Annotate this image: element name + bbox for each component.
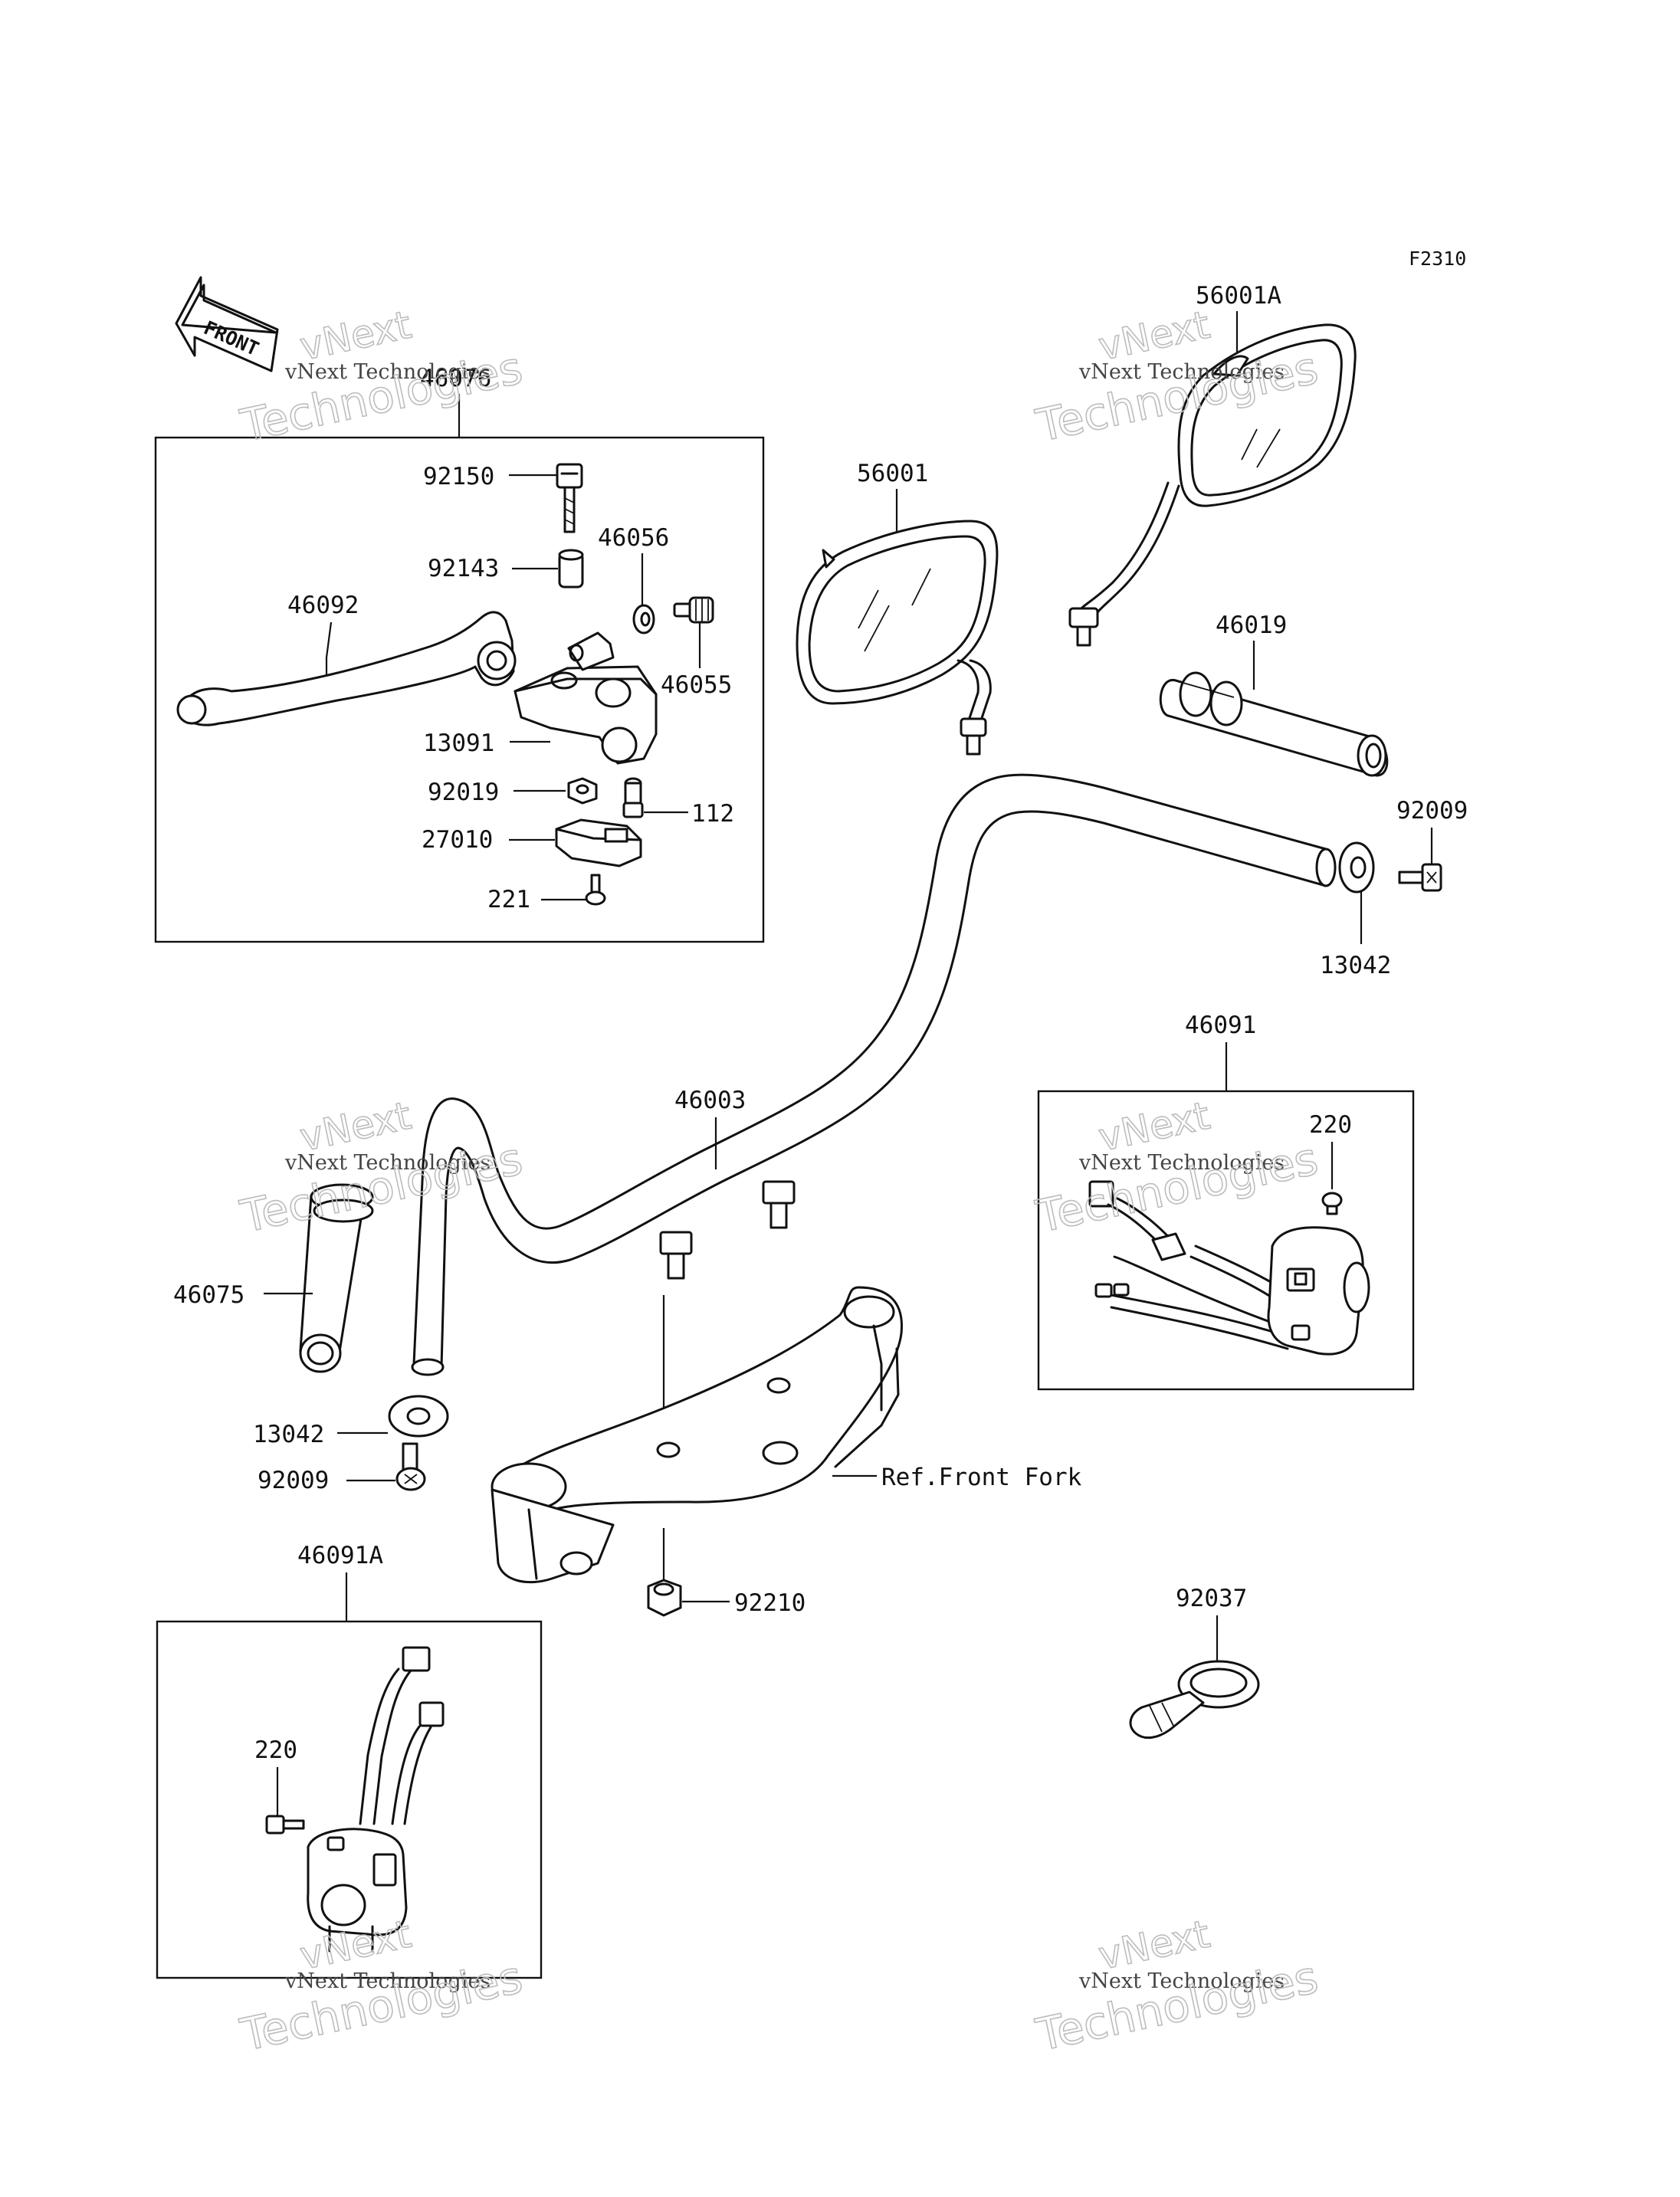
part-label-46003: 46003 bbox=[674, 1087, 746, 1114]
svg-text:vNext Technologies: vNext Technologies bbox=[284, 1151, 491, 1175]
svg-text:Technologies: Technologies bbox=[236, 1133, 527, 1243]
part-label-46091A: 46091A bbox=[297, 1542, 383, 1569]
screw-right-92009 bbox=[1398, 863, 1442, 892]
nut-92019 bbox=[567, 777, 598, 805]
washer-46056 bbox=[632, 604, 655, 635]
svg-text:vNext Technologies: vNext Technologies bbox=[1078, 360, 1285, 384]
part-label-46075: 46075 bbox=[173, 1281, 244, 1309]
watermark-top-left: vNext vNext Technologies Technologies bbox=[235, 302, 527, 453]
part-label-92009-left: 92009 bbox=[258, 1467, 329, 1494]
lever-holder-13091 bbox=[514, 631, 658, 765]
part-label-46092: 46092 bbox=[287, 592, 359, 619]
front-arrow-icon: FRONT bbox=[175, 276, 279, 372]
svg-text:Technologies: Technologies bbox=[236, 342, 527, 452]
screw-left-92009 bbox=[395, 1442, 426, 1491]
screw-left-220 bbox=[265, 1815, 305, 1835]
part-label-220-left: 220 bbox=[254, 1736, 297, 1764]
washer-right-13042 bbox=[1338, 841, 1375, 894]
grip-right-46019 bbox=[1159, 671, 1389, 777]
switch-housing-right-46091 bbox=[1088, 1180, 1370, 1356]
screw-221 bbox=[585, 874, 606, 906]
part-label-13042-left: 13042 bbox=[253, 1421, 324, 1448]
svg-text:vNext Technologies: vNext Technologies bbox=[284, 1969, 491, 1993]
svg-text:vNext: vNext bbox=[1094, 1912, 1213, 1979]
part-label-92019: 92019 bbox=[428, 779, 499, 806]
svg-text:vNext: vNext bbox=[296, 303, 415, 369]
screw-112 bbox=[622, 777, 644, 818]
part-label-46055: 46055 bbox=[661, 671, 732, 699]
bolt-92150 bbox=[556, 463, 583, 533]
svg-text:Technologies: Technologies bbox=[1032, 1951, 1323, 2061]
part-label-56001: 56001 bbox=[857, 460, 928, 487]
svg-text:vNext Technologies: vNext Technologies bbox=[284, 360, 491, 384]
watermark-mid-right: vNext vNext Technologies Technologies bbox=[1031, 1093, 1323, 1244]
svg-text:vNext Technologies: vNext Technologies bbox=[1078, 1969, 1285, 1993]
part-label-92143: 92143 bbox=[428, 555, 499, 582]
part-label-13091: 13091 bbox=[423, 730, 494, 757]
screw-46055 bbox=[673, 596, 714, 624]
nut-92210 bbox=[647, 1579, 682, 1617]
handlebar-46003 bbox=[411, 773, 1337, 1376]
svg-text:Technologies: Technologies bbox=[1032, 1133, 1323, 1243]
part-label-56001A: 56001A bbox=[1196, 282, 1281, 310]
watermark-mid-left: vNext vNext Technologies Technologies bbox=[235, 1093, 527, 1244]
part-label-46076: 46076 bbox=[420, 365, 491, 392]
part-label-27010: 27010 bbox=[422, 826, 493, 854]
part-label-46019: 46019 bbox=[1216, 612, 1287, 639]
part-label-46091: 46091 bbox=[1185, 1012, 1256, 1039]
upper-bracket bbox=[491, 1286, 903, 1584]
switch-housing-left-46091A bbox=[307, 1646, 445, 1953]
svg-text:vNext: vNext bbox=[296, 1094, 415, 1160]
grip-left-46075 bbox=[299, 1183, 374, 1373]
part-label-92150: 92150 bbox=[423, 463, 494, 490]
screw-right-220 bbox=[1321, 1192, 1343, 1215]
svg-text:vNext Technologies: vNext Technologies bbox=[1078, 1151, 1285, 1175]
collar-92143 bbox=[558, 549, 584, 589]
mirror-left-56001 bbox=[796, 520, 999, 756]
clamp-92037 bbox=[1129, 1660, 1260, 1740]
part-label-92037: 92037 bbox=[1176, 1585, 1247, 1612]
watermark-bottom-right: vNext vNext Technologies Technologies bbox=[1031, 1911, 1323, 2062]
washer-left-13042 bbox=[388, 1395, 449, 1438]
lever-46092 bbox=[176, 611, 517, 726]
svg-text:vNext: vNext bbox=[1094, 303, 1213, 369]
reference-front-fork: Ref.Front Fork bbox=[881, 1464, 1082, 1491]
right-switch-box bbox=[1037, 1090, 1415, 1391]
svg-text:vNext: vNext bbox=[1094, 1094, 1213, 1160]
watermark-bottom-left: vNext vNext Technologies Technologies bbox=[235, 1911, 527, 2062]
part-label-112: 112 bbox=[691, 800, 734, 828]
part-label-221: 221 bbox=[487, 886, 530, 913]
switch-27010 bbox=[555, 818, 642, 867]
part-label-13042-right: 13042 bbox=[1320, 952, 1391, 979]
part-label-220-right: 220 bbox=[1309, 1111, 1352, 1139]
part-label-92009-right: 92009 bbox=[1396, 797, 1468, 825]
part-label-46056: 46056 bbox=[598, 524, 669, 552]
part-label-92210: 92210 bbox=[734, 1589, 806, 1617]
svg-text:Technologies: Technologies bbox=[236, 1951, 527, 2061]
figure-code: F2310 bbox=[1409, 248, 1466, 270]
left-switch-box bbox=[156, 1620, 543, 1979]
mirror-right-56001A bbox=[1068, 323, 1357, 647]
